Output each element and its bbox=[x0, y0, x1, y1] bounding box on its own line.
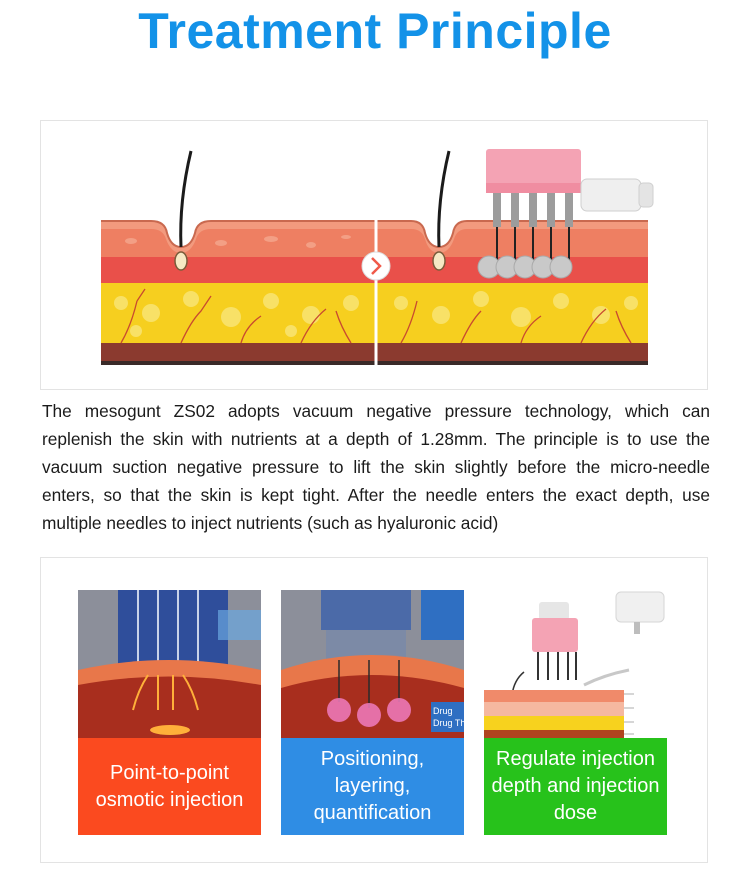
regulate-depth-graphic bbox=[484, 590, 667, 738]
osmotic-injection-graphic bbox=[78, 590, 261, 738]
feature-card-osmotic: Point-to-point osmotic injection bbox=[78, 590, 261, 835]
feature-card-regulate: Regulate injection depth and injection d… bbox=[484, 590, 667, 835]
positioning-graphic: Drug Drug Throu bbox=[281, 590, 464, 738]
skin-before-graphic bbox=[101, 150, 376, 365]
drug-tag-label: Drug Throu bbox=[433, 718, 464, 728]
page-title: Treatment Principle bbox=[138, 3, 612, 59]
skin-cross-section-graphic bbox=[101, 149, 654, 365]
description-text: The mesogunt ZS02 adopts vacuum negative… bbox=[42, 401, 710, 533]
feature-label: Point-to-point osmotic injection bbox=[78, 738, 261, 835]
feature-label: Positioning, layering, quantification bbox=[281, 738, 464, 835]
next-arrow-icon bbox=[361, 251, 391, 281]
skin-after-graphic bbox=[376, 149, 654, 365]
feature-card-positioning: Drug Drug Throu Positioning, layering, q… bbox=[281, 590, 464, 835]
feature-label: Regulate injection depth and injection d… bbox=[484, 738, 667, 835]
features-panel: Point-to-point osmotic injection Drug Dr… bbox=[40, 557, 708, 863]
skin-comparison-illustration bbox=[40, 120, 708, 390]
svg-text:Drug: Drug bbox=[433, 706, 453, 716]
